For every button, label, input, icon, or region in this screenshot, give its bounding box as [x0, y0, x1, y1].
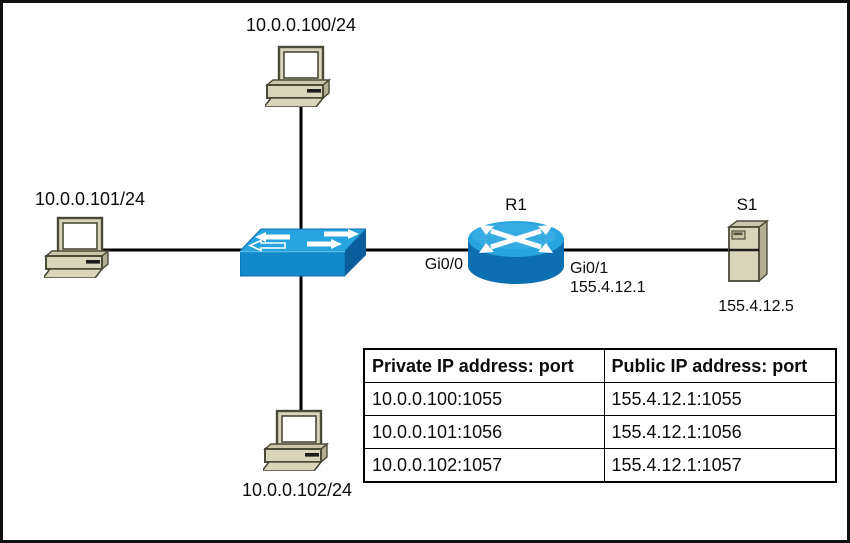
pc-icon — [263, 409, 329, 471]
table-row: 10.0.0.101:1056 155.4.12.1:1056 — [363, 415, 837, 449]
router-interface-gi00-label: Gi0/0 — [424, 256, 463, 273]
nat-table-header-row: Private IP address: port Public IP addre… — [363, 348, 837, 383]
pc-left-ip-label: 10.0.0.101/24 — [34, 189, 146, 209]
table-row: 10.0.0.102:1057 155.4.12.1:1057 — [363, 448, 837, 483]
pc-top-ip-label: 10.0.0.100/24 — [245, 15, 357, 35]
table-row: 10.0.0.100:1055 155.4.12.1:1055 — [363, 382, 837, 416]
router-public-ip-label: 155.4.12.1 — [570, 279, 646, 296]
private-ip-port-cell: 10.0.0.101:1056 — [363, 415, 605, 449]
nat-table-header-private: Private IP address: port — [363, 348, 605, 383]
private-ip-port-cell: 10.0.0.102:1057 — [363, 448, 605, 483]
server-name-label: S1 — [736, 195, 758, 214]
pc-bottom-ip-label: 10.0.0.102/24 — [241, 480, 353, 500]
pc-icon — [265, 45, 331, 107]
switch-icon — [240, 228, 366, 277]
server-icon — [727, 219, 770, 283]
private-ip-port-cell: 10.0.0.100:1055 — [363, 382, 605, 416]
router-name-label: R1 — [505, 195, 527, 214]
public-ip-port-cell: 155.4.12.1:1055 — [603, 382, 837, 416]
nat-translation-table: Private IP address: port Public IP addre… — [363, 348, 837, 483]
router-icon — [468, 221, 564, 284]
router-interface-gi01-label: Gi0/1 — [570, 260, 609, 277]
public-ip-port-cell: 155.4.12.1:1057 — [603, 448, 837, 483]
server-ip-label: 155.4.12.5 — [718, 298, 794, 315]
nat-table-header-public: Public IP address: port — [603, 348, 837, 383]
public-ip-port-cell: 155.4.12.1:1056 — [603, 415, 837, 449]
pc-icon — [44, 216, 110, 278]
